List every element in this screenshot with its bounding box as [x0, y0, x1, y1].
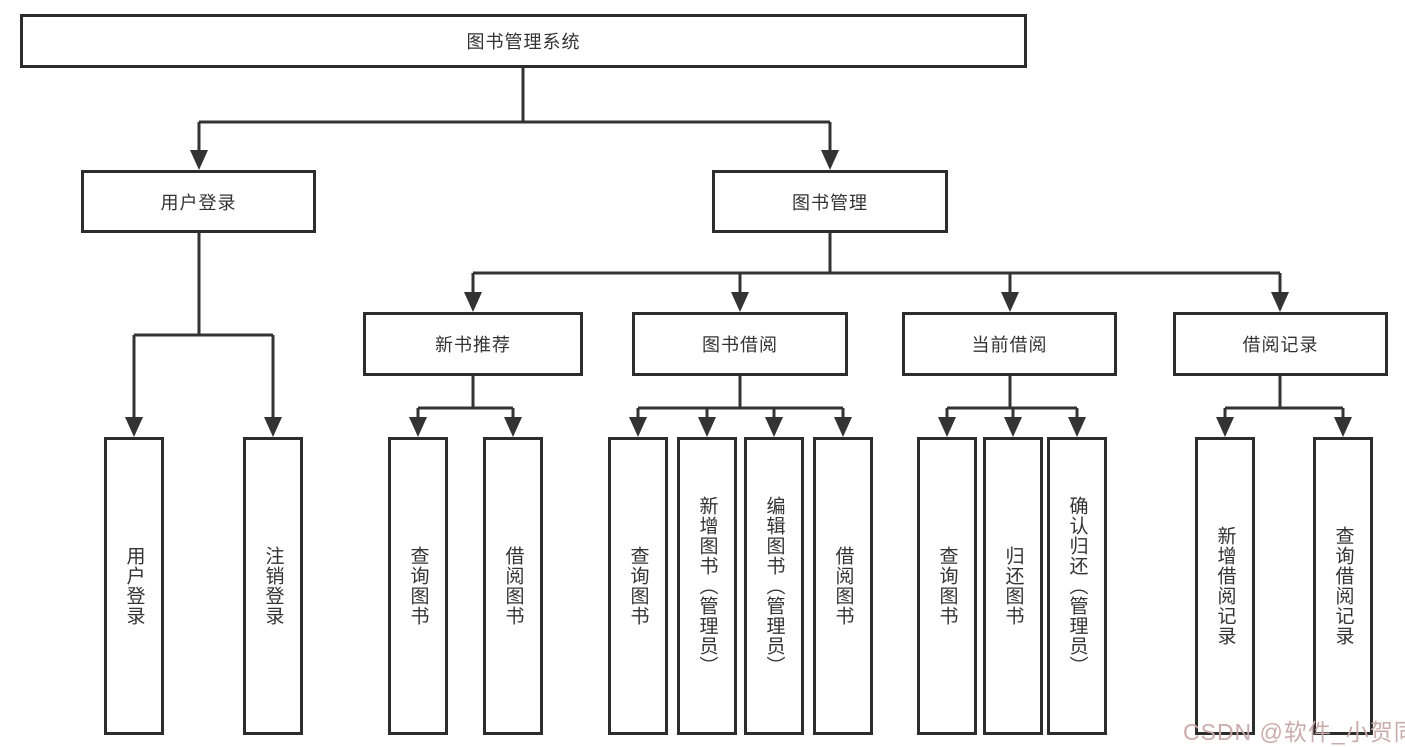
- leaf-return-book: 归还图书: [983, 437, 1043, 735]
- leaf-edit-book-admin: 编辑图书（管理员）: [744, 437, 804, 735]
- node-label: 用户登录: [123, 546, 145, 626]
- node-label: 借阅图书: [832, 546, 854, 626]
- node-user-login: 用户登录: [81, 170, 316, 233]
- node-current-borrow: 当前借阅: [902, 312, 1117, 376]
- node-label: 归还图书: [1002, 546, 1024, 626]
- node-label: 新增图书（管理员）: [696, 496, 718, 676]
- node-borrow-records: 借阅记录: [1173, 312, 1388, 376]
- leaf-add-book-admin: 新增图书（管理员）: [677, 437, 737, 735]
- node-label: 查询图书: [627, 546, 649, 626]
- leaf-add-borrow-record: 新增借阅记录: [1195, 437, 1255, 735]
- node-label: 编辑图书（管理员）: [763, 496, 785, 676]
- leaf-logout: 注销登录: [243, 437, 303, 735]
- node-label: 图书管理系统: [466, 32, 581, 52]
- node-new-book-recommend: 新书推荐: [363, 312, 583, 376]
- leaf-confirm-return-admin: 确认归还（管理员）: [1047, 437, 1107, 735]
- node-book-borrow: 图书借阅: [632, 312, 848, 376]
- node-label: 图书借阅: [702, 335, 778, 355]
- leaf-borrow-book: 借阅图书: [813, 437, 873, 735]
- node-label: 当前借阅: [971, 335, 1048, 355]
- node-label: 用户登录: [160, 192, 237, 213]
- node-label: 查询借阅记录: [1332, 526, 1354, 646]
- leaf-borrow-book-recommend: 借阅图书: [483, 437, 543, 735]
- node-label: 新增借阅记录: [1214, 526, 1236, 646]
- node-label: 借阅记录: [1242, 335, 1319, 355]
- node-root-library-system: 图书管理系统: [20, 14, 1027, 68]
- node-label: 图书管理: [792, 192, 868, 213]
- leaf-query-books-current: 查询图书: [917, 437, 977, 735]
- node-label: 新书推荐: [435, 335, 511, 355]
- node-label: 注销登录: [262, 546, 284, 626]
- node-book-management: 图书管理: [712, 170, 948, 233]
- node-label: 确认归还（管理员）: [1066, 496, 1088, 676]
- csdn-watermark: CSDN @软件_小贺同学: [1183, 719, 1405, 745]
- leaf-user-login: 用户登录: [104, 437, 164, 735]
- leaf-query-books-borrow: 查询图书: [608, 437, 668, 735]
- leaf-query-books-recommend: 查询图书: [388, 437, 448, 735]
- leaf-query-borrow-record: 查询借阅记录: [1313, 437, 1373, 735]
- node-label: 查询图书: [936, 546, 958, 626]
- node-label: 借阅图书: [502, 546, 524, 626]
- node-label: 查询图书: [407, 546, 429, 626]
